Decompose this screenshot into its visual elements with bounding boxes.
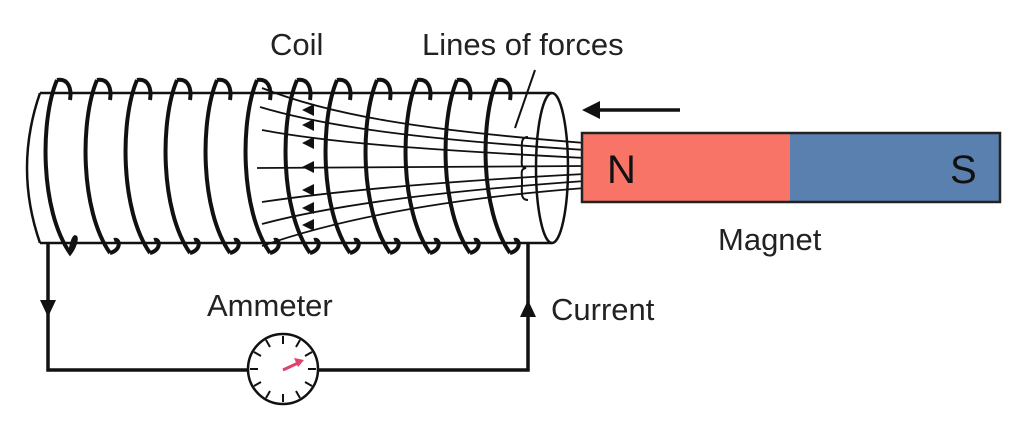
north-pole-label: N — [607, 148, 636, 192]
south-pole-label: S — [950, 148, 977, 192]
cylinder-core — [25, 91, 570, 245]
ammeter-label: Ammeter — [207, 288, 333, 323]
coil-label: Coil — [270, 27, 324, 62]
field-line-arrowheads — [302, 104, 314, 231]
current-direction-arrows — [40, 300, 536, 317]
current-label: Current — [551, 292, 655, 327]
motion-arrow-icon — [582, 101, 680, 119]
coil-turns — [43, 77, 521, 257]
circuit-wire — [46, 243, 530, 372]
magnet-label: Magnet — [718, 222, 822, 257]
ammeter-needle — [282, 358, 304, 372]
lines-of-forces-label: Lines of forces — [422, 27, 624, 62]
bar-magnet — [580, 131, 1002, 204]
lines-of-forces-brace — [514, 69, 536, 201]
ammeter-icon — [246, 332, 320, 406]
